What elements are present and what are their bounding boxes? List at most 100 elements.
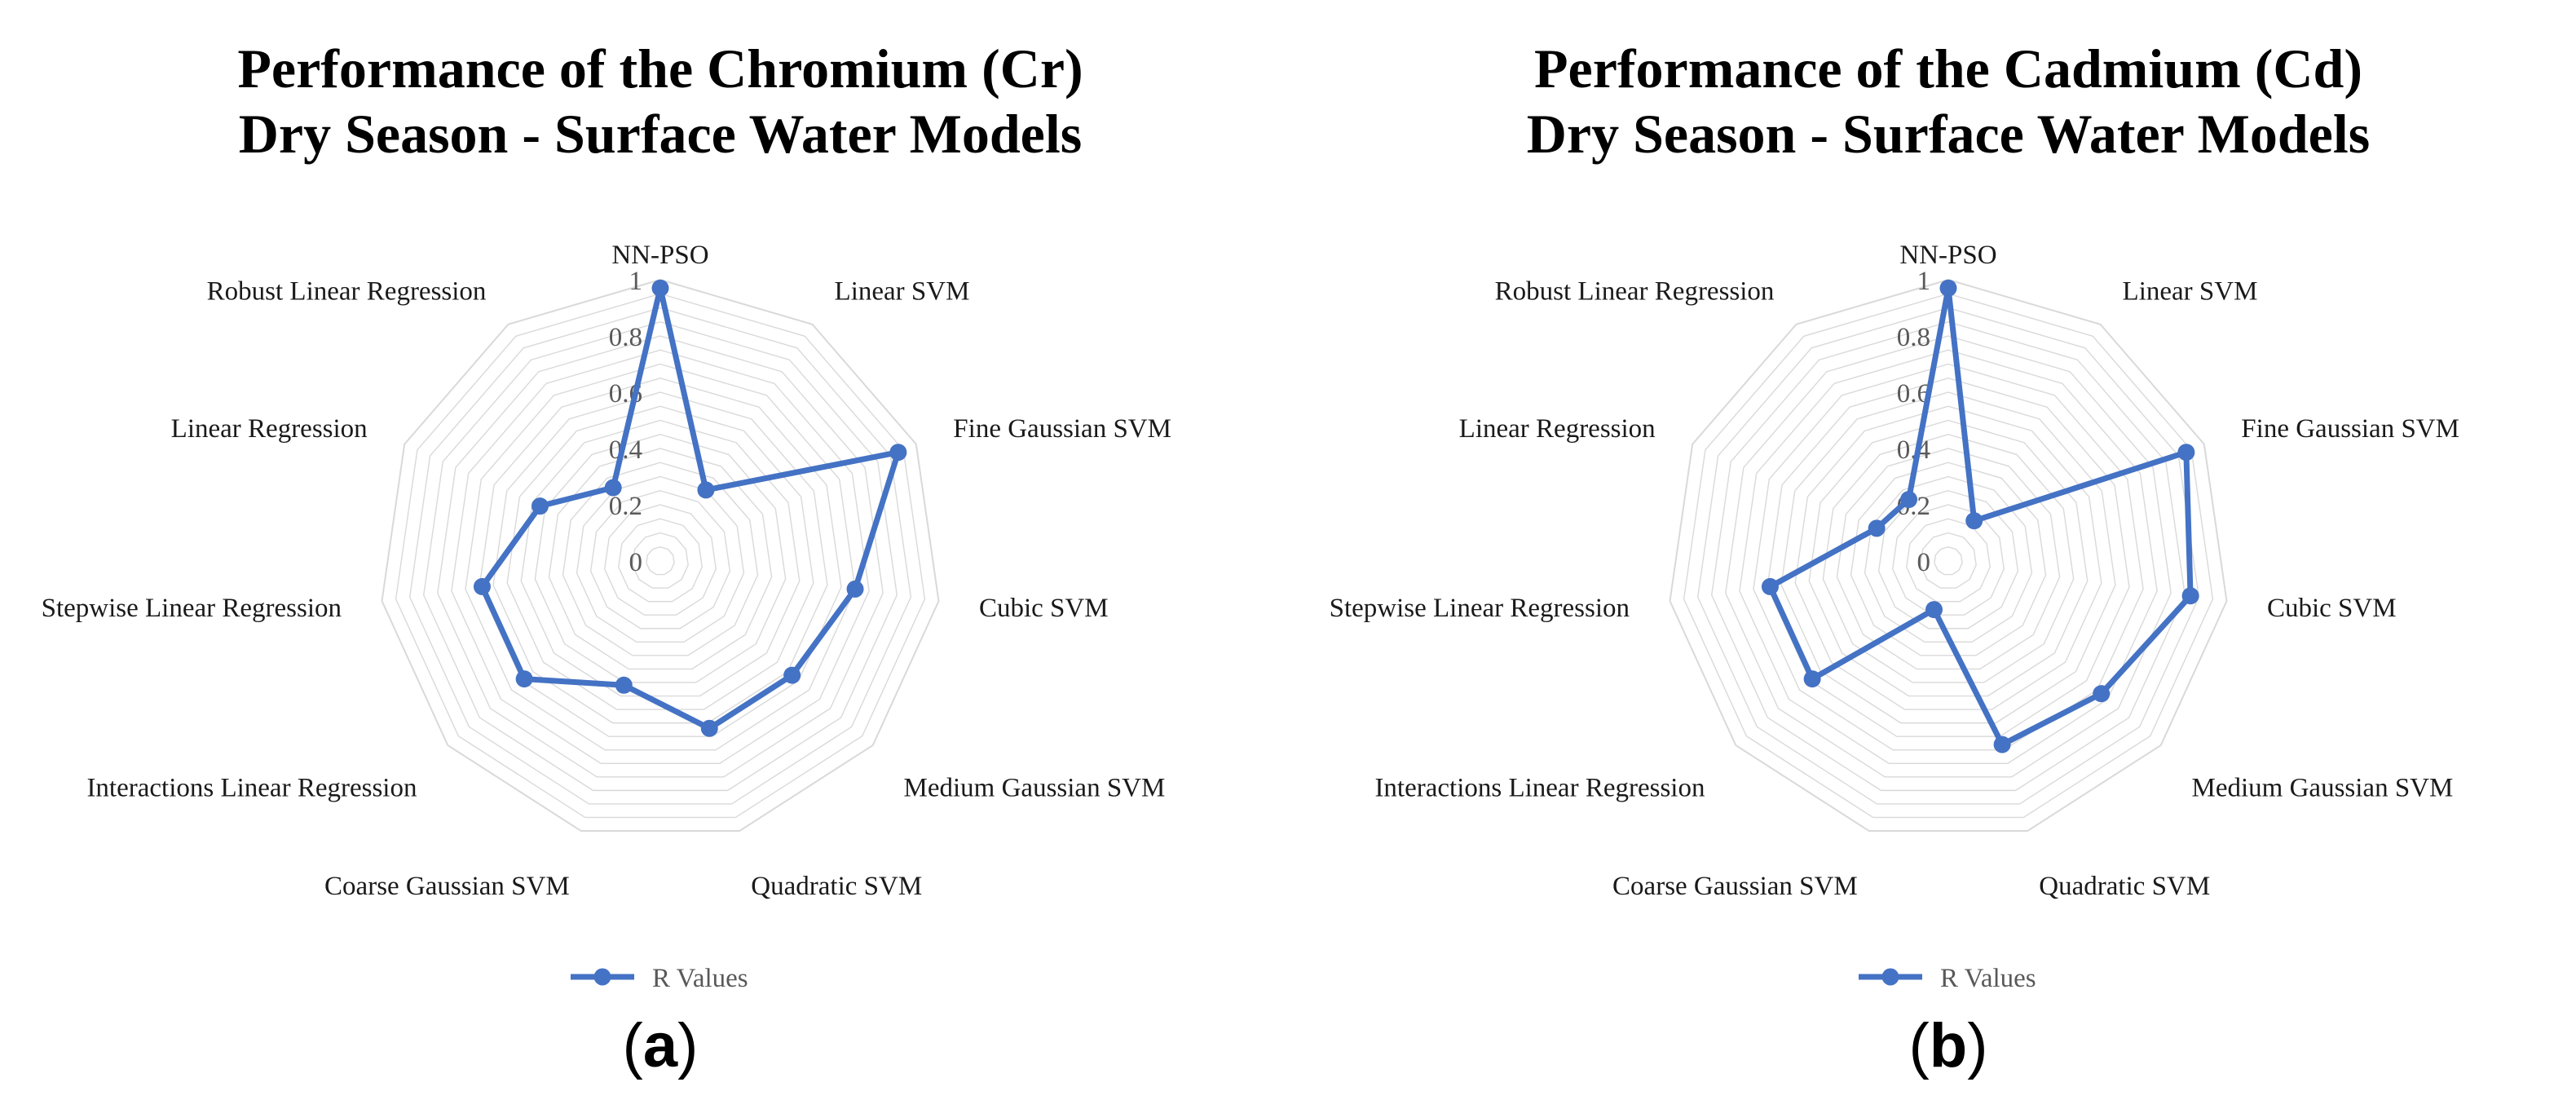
chart-title-line-1: Performance of the Cadmium (Cd) <box>1534 38 2362 99</box>
chart-panel-a: Performance of the Chromium (Cr)Dry Seas… <box>42 38 1171 1080</box>
grid-ring-4 <box>1891 504 2005 616</box>
grid-ring-7 <box>562 462 759 656</box>
legend-marker <box>1881 968 1899 986</box>
grid-ring-19 <box>395 293 926 819</box>
grid-ring-8 <box>1836 448 2061 670</box>
data-point-coarse-gaussian-svm <box>1925 601 1943 619</box>
data-point-fine-gaussian-svm <box>2177 444 2195 462</box>
legend: R Values <box>571 964 748 993</box>
radar-grid <box>1669 278 2228 833</box>
grid-ring-18 <box>1696 307 2200 805</box>
grid-ring-16 <box>1725 335 2172 778</box>
radar-grid <box>381 278 940 833</box>
grid-ring-14 <box>465 363 856 751</box>
category-label-coarse-gaussian-svm: Coarse Gaussian SVM <box>324 872 570 901</box>
grid-ring-2 <box>1920 532 1977 589</box>
data-point-robust-linear-regression <box>604 479 622 497</box>
grid-ring-13 <box>479 378 842 737</box>
legend-label: R Values <box>1940 964 2036 993</box>
grid-ring-7 <box>1850 462 2047 656</box>
grid-ring-11 <box>506 405 814 710</box>
data-point-interactions-linear-regression <box>1803 670 1821 688</box>
category-label-medium-gaussian-svm: Medium Gaussian SVM <box>2192 774 2454 803</box>
data-point-quadratic-svm <box>1993 736 2011 753</box>
data-point-stepwise-linear-regression <box>473 577 491 595</box>
data-point-linear-svm <box>697 481 715 499</box>
category-label-cubic-svm: Cubic SVM <box>979 594 1109 623</box>
category-label-cubic-svm: Cubic SVM <box>2267 594 2397 623</box>
chart-title-line-1: Performance of the Chromium (Cr) <box>237 38 1083 99</box>
data-point-stepwise-linear-regression <box>1761 577 1779 595</box>
grid-ring-12 <box>492 391 828 724</box>
data-point-fine-gaussian-svm <box>889 444 907 462</box>
category-label-linear-svm: Linear SVM <box>2123 277 2258 307</box>
grid-ring-9 <box>534 434 787 683</box>
chart-title-line-2: Dry Season - Surface Water Models <box>239 103 1082 165</box>
data-point-linear-svm <box>1965 512 1983 530</box>
legend-marker <box>593 968 611 986</box>
category-label-nn-pso: NN-PSO <box>1899 241 1996 270</box>
data-point-nn-pso <box>651 279 669 297</box>
grid-ring-4 <box>603 504 717 616</box>
data-point-interactions-linear-regression <box>515 670 533 688</box>
category-label-stepwise-linear-regression: Stepwise Linear Regression <box>1330 594 1630 623</box>
category-label-robust-linear-regression: Robust Linear Regression <box>1495 277 1775 307</box>
series-r-values <box>473 279 907 737</box>
data-point-linear-regression <box>532 497 549 515</box>
data-point-quadratic-svm <box>700 719 718 737</box>
grid-ring-15 <box>451 349 870 764</box>
category-label-interactions-linear-regression: Interactions Linear Regression <box>1374 774 1705 803</box>
data-point-cubic-svm <box>846 580 864 598</box>
grid-ring-5 <box>589 490 731 630</box>
chart-panel-b: Performance of the Cadmium (Cd)Dry Seaso… <box>1288 0 2576 1100</box>
grid-ring-17 <box>1711 321 2186 792</box>
radar-chart-chromium: Performance of the Chromium (Cr)Dry Seas… <box>42 38 1171 1080</box>
category-label-medium-gaussian-svm: Medium Gaussian SVM <box>904 774 1166 803</box>
grid-ring-6 <box>1864 475 2033 643</box>
legend: R Values <box>1859 964 2036 993</box>
data-point-robust-linear-regression <box>1900 491 1918 509</box>
tick-label-0-2: 0.2 <box>609 492 642 521</box>
grid-ring-8 <box>548 448 773 670</box>
data-point-cubic-svm <box>2181 587 2199 605</box>
grid-ring-13 <box>1767 378 2130 737</box>
data-point-nn-pso <box>1939 279 1957 297</box>
radar-chart-cadmium: Performance of the Cadmium (Cd)Dry Seaso… <box>1330 38 2459 1080</box>
series-line <box>479 285 902 731</box>
grid-ring-18 <box>408 307 912 805</box>
category-label-linear-regression: Linear Regression <box>171 414 368 444</box>
data-point-medium-gaussian-svm <box>2093 685 2111 703</box>
category-label-nn-pso: NN-PSO <box>611 241 708 270</box>
grid-ring-20 <box>381 278 940 833</box>
category-label-fine-gaussian-svm: Fine Gaussian SVM <box>953 414 1171 444</box>
category-label-coarse-gaussian-svm: Coarse Gaussian SVM <box>1612 872 1858 901</box>
grid-ring-1 <box>1934 546 1963 576</box>
grid-ring-2 <box>632 532 689 589</box>
grid-ring-5 <box>1877 490 2019 630</box>
grid-ring-16 <box>437 335 884 778</box>
category-label-fine-gaussian-svm: Fine Gaussian SVM <box>2241 414 2459 444</box>
legend-label: R Values <box>652 964 748 993</box>
grid-ring-3 <box>1906 518 1991 603</box>
category-label-quadratic-svm: Quadratic SVM <box>751 872 922 901</box>
category-label-linear-regression: Linear Regression <box>1459 414 1656 444</box>
grid-ring-14 <box>1753 363 2144 751</box>
grid-ring-19 <box>1683 293 2214 819</box>
tick-label-0: 0 <box>629 548 643 577</box>
category-label-linear-svm: Linear SVM <box>835 277 970 307</box>
category-label-stepwise-linear-regression: Stepwise Linear Regression <box>42 594 342 623</box>
category-label-interactions-linear-regression: Interactions Linear Regression <box>86 774 417 803</box>
series-r-values <box>1761 279 2199 753</box>
grid-ring-12 <box>1780 391 2116 724</box>
data-point-medium-gaussian-svm <box>783 666 801 684</box>
category-label-quadratic-svm: Quadratic SVM <box>2039 872 2210 901</box>
tick-label-1: 1 <box>629 267 643 296</box>
grid-ring-17 <box>423 321 898 792</box>
category-label-robust-linear-regression: Robust Linear Regression <box>207 277 487 307</box>
grid-ring-15 <box>1739 349 2158 764</box>
grid-ring-9 <box>1822 434 2075 683</box>
grid-ring-1 <box>646 546 675 576</box>
grid-ring-20 <box>1669 278 2228 833</box>
panel-label: (b) <box>1908 1011 1987 1080</box>
tick-label-1: 1 <box>1917 267 1931 296</box>
